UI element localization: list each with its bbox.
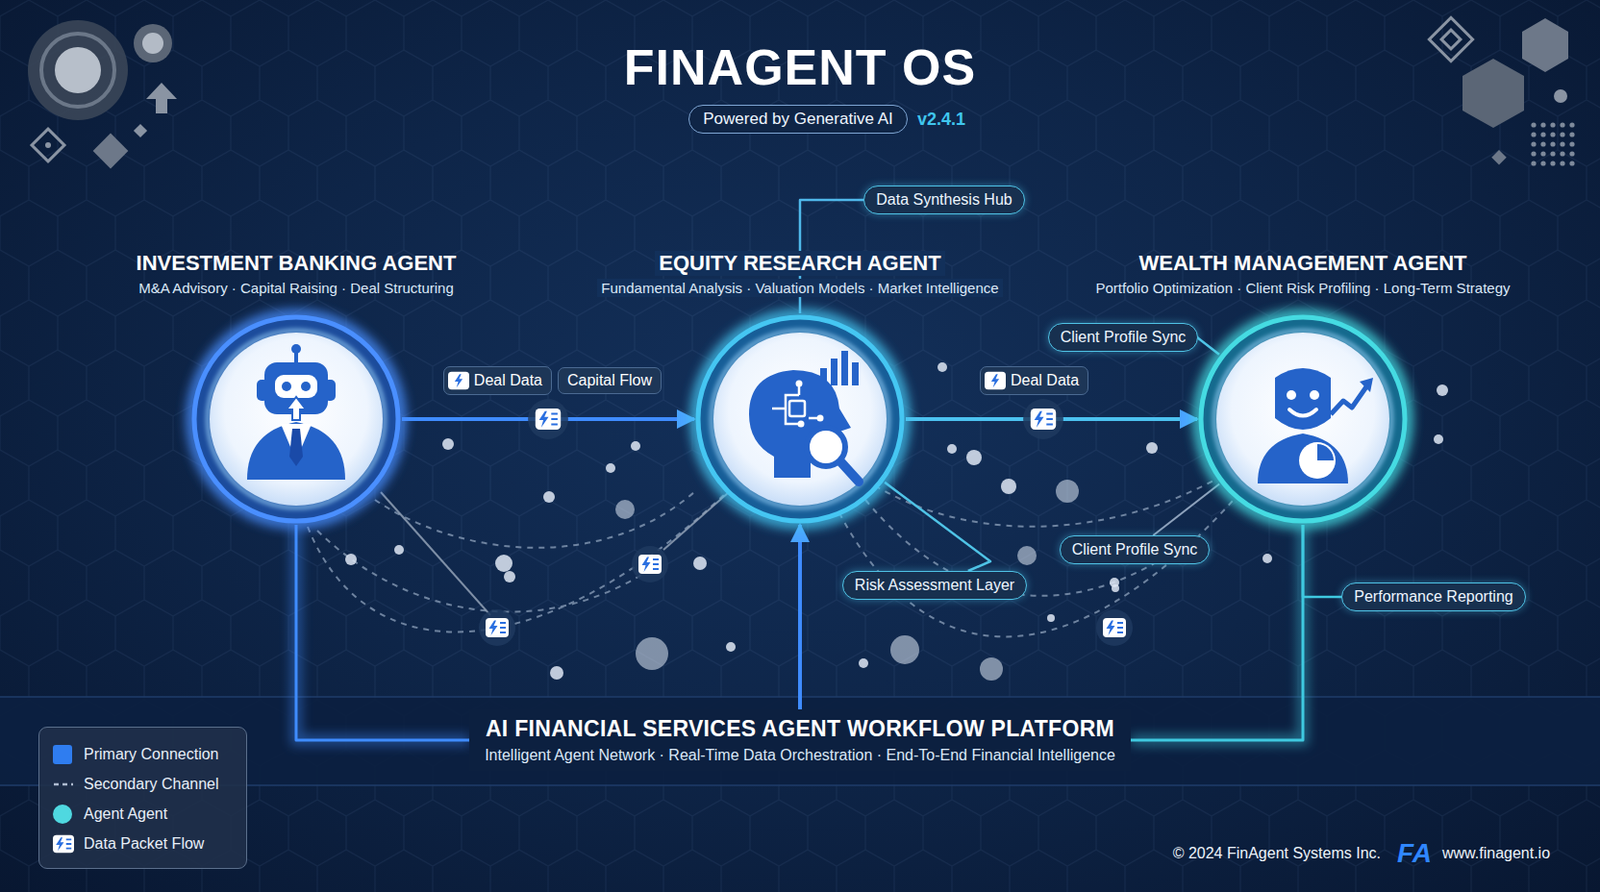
connector-glow <box>1152 483 1220 536</box>
agent-circle <box>1196 312 1410 526</box>
edge-label: Deal Data <box>474 372 543 390</box>
connector <box>1302 525 1342 598</box>
legend-row: Agent Agent <box>52 799 233 829</box>
legend-text: Secondary Channel <box>83 775 220 794</box>
legend-text: Agent Agent <box>83 805 168 824</box>
agent-node: INVESTMENT BANKING AGENTM&A Advisory · C… <box>132 250 461 526</box>
node-heading: EQUITY RESEARCH AGENT <box>654 250 945 276</box>
legend-text: Data Packet Flow <box>83 835 204 853</box>
agent-circle <box>693 312 907 526</box>
node-heading: Data Synthesis Hub <box>875 191 1012 209</box>
tag-pill: Risk Assessment Layer <box>842 571 1027 600</box>
edge-tag: Deal Data <box>443 366 552 396</box>
website: www.finagent.io <box>1442 845 1550 863</box>
legend-dot <box>52 804 73 825</box>
connector <box>1197 337 1220 355</box>
node-subtitle: Intelligent Agent Network · Real-Time Da… <box>484 746 1116 766</box>
title: FINAGENT OS <box>0 38 1600 97</box>
connector-glow <box>1197 337 1220 355</box>
packet-icons <box>478 546 1133 647</box>
legend-row: Primary Connection <box>52 739 233 770</box>
node-heading: WEALTH MANAGEMENT AGENT <box>1135 250 1472 276</box>
node-heading: Powered by Generative AI <box>702 109 894 129</box>
legend: Primary ConnectionSecondary ChannelAgent… <box>38 726 248 870</box>
agent-circle <box>189 312 403 526</box>
node-heading: Client Profile Sync <box>1060 328 1187 347</box>
legend-text: Primary Connection <box>83 746 220 764</box>
connector <box>296 525 470 741</box>
connector <box>1152 483 1220 536</box>
agent-icon <box>1196 312 1410 526</box>
connector <box>798 525 802 710</box>
copyright: © 2024 FinAgent Systems Inc. <box>1173 845 1381 863</box>
node-subtitle: M&A Advisory · Capital Raising · Deal St… <box>134 278 458 298</box>
logo-mark: FA <box>1397 838 1432 870</box>
connector-glow <box>794 525 806 710</box>
node-heading: Risk Assessment Layer <box>854 576 1015 595</box>
connector <box>884 482 991 572</box>
legend-packet <box>52 834 75 854</box>
platform-band-node: AI FINANCIAL SERVICES AGENT WORKFLOW PLA… <box>469 709 1131 772</box>
packet-icon <box>984 370 1006 392</box>
connector-glow <box>296 525 470 741</box>
version-label: v2.4.1 <box>917 109 966 130</box>
node-heading: AI FINANCIAL SERVICES AGENT WORKFLOW PLA… <box>484 715 1116 743</box>
edge-tag: Deal Data <box>979 366 1089 396</box>
thin-links <box>380 492 729 616</box>
tag-pill: Client Profile Sync <box>1048 323 1200 352</box>
tag-pill: Performance Reporting <box>1341 582 1525 612</box>
legend-swatch <box>52 745 73 765</box>
node-heading: Performance Reporting <box>1353 588 1513 606</box>
node-subtitle: Portfolio Optimization · Client Risk Pro… <box>1092 278 1515 298</box>
edge-label: Deal Data <box>1010 372 1079 390</box>
node-heading: INVESTMENT BANKING AGENT <box>132 250 461 276</box>
tag-pill: Data Synthesis Hub <box>863 185 1025 215</box>
node-heading: Client Profile Sync <box>1072 541 1199 559</box>
connector-glow <box>884 482 991 572</box>
agent-icon <box>693 312 907 526</box>
tag-pill: Powered by Generative AI <box>688 104 908 134</box>
tag-pill: Client Profile Sync <box>1059 535 1211 565</box>
node-subtitle: Fundamental Analysis · Valuation Models … <box>597 278 1002 298</box>
packet-icon <box>448 370 470 392</box>
flow-tag: Capital Flow <box>557 367 662 395</box>
legend-row: Secondary Channel <box>52 769 233 800</box>
legend-row: Data Packet Flow <box>52 828 233 859</box>
connector-glow <box>1302 525 1342 598</box>
agent-node: WEALTH MANAGEMENT AGENTPortfolio Optimiz… <box>1092 250 1515 526</box>
agent-icon <box>189 312 403 526</box>
legend-dash <box>52 775 75 795</box>
